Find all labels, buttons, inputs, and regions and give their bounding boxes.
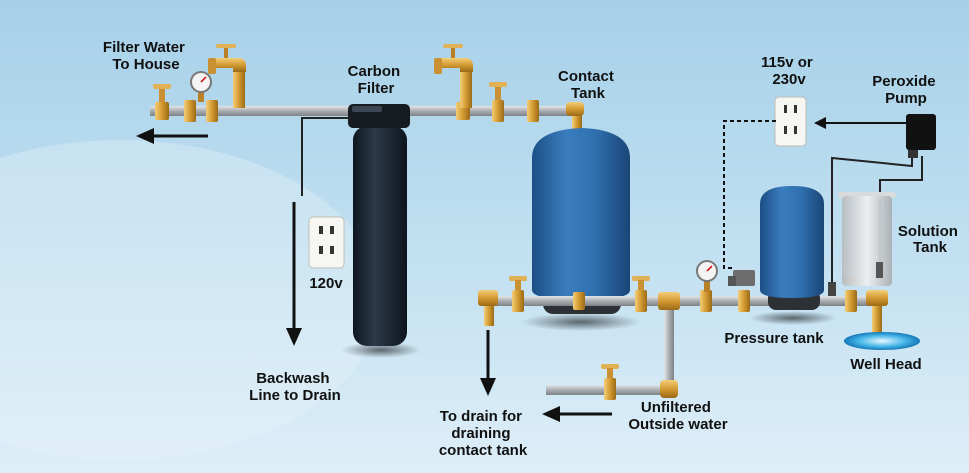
pump-power-cord bbox=[814, 117, 908, 129]
pressure-switch-icon bbox=[728, 270, 755, 286]
unfiltered-label: Unfiltered Outside water bbox=[628, 399, 727, 433]
house-faucet-icon bbox=[208, 44, 246, 108]
top-valve-handles bbox=[153, 82, 507, 102]
well-head-label: Well Head bbox=[850, 356, 921, 373]
peroxide-pump-icon bbox=[906, 114, 936, 158]
backwash-line bbox=[286, 117, 350, 346]
carbon-filter-tank bbox=[341, 104, 421, 358]
power-label: 115v or 230v bbox=[761, 54, 817, 88]
outlet-voltage-label: 120v bbox=[309, 275, 343, 292]
injection-tube bbox=[831, 156, 913, 290]
well-head-icon bbox=[844, 332, 920, 350]
drain-arrow-icon bbox=[480, 330, 496, 396]
contact-tank-label: Contact Tank bbox=[558, 68, 618, 102]
contact-tank bbox=[521, 128, 641, 331]
peroxide-pump-label: Peroxide Pump bbox=[872, 73, 940, 107]
outlet-120v-icon bbox=[308, 216, 345, 269]
top-pressure-gauge-icon bbox=[190, 71, 212, 102]
filter-water-label: Filter Water To House bbox=[103, 39, 189, 73]
bottom-pressure-gauge-icon bbox=[696, 260, 718, 292]
carbon-filter-label: Carbon Filter bbox=[348, 63, 405, 97]
contact-faucet-icon bbox=[434, 44, 473, 108]
well-pipe bbox=[866, 290, 888, 336]
unfiltered-arrow-icon bbox=[542, 406, 612, 422]
drain-label: To drain for draining contact tank bbox=[439, 408, 528, 459]
switch-wire bbox=[723, 120, 776, 269]
backwash-label: Backwash Line to Drain bbox=[249, 370, 341, 404]
to-house-arrow-icon bbox=[136, 128, 208, 144]
pressure-tank bbox=[749, 186, 837, 325]
outlet-115v-230v-icon bbox=[774, 96, 807, 147]
solution-tank bbox=[838, 192, 896, 286]
solution-tank-label: Solution Tank bbox=[898, 223, 962, 256]
pressure-tank-label: Pressure tank bbox=[724, 330, 824, 347]
